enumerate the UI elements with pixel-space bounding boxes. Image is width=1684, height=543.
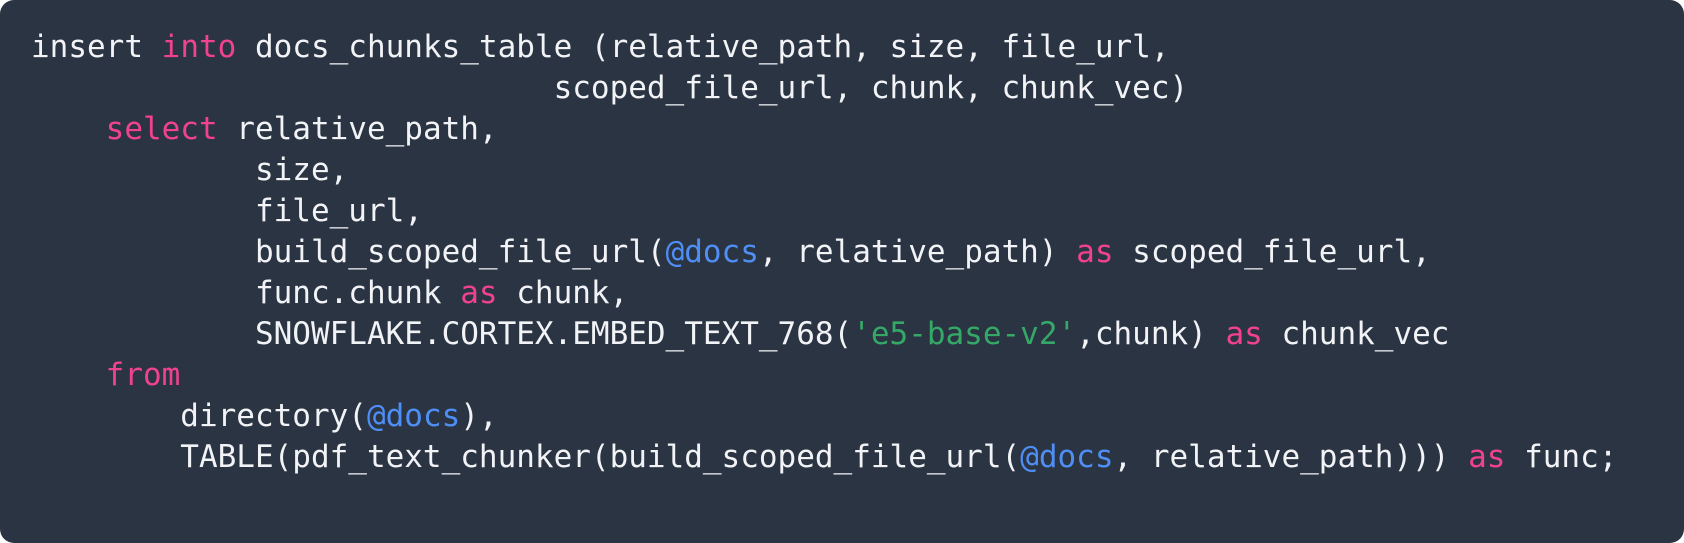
code-line: scoped_file_url, chunk, chunk_vec) [31, 68, 1653, 109]
code-token: , relative_path))) [1113, 439, 1469, 475]
code-token: scoped_file_url, chunk, chunk_vec) [31, 70, 1189, 106]
code-line: func.chunk as chunk, [31, 273, 1653, 314]
code-line: build_scoped_file_url(@docs, relative_pa… [31, 232, 1653, 273]
code-token: SNOWFLAKE.CORTEX.EMBED_TEXT_768( [31, 316, 853, 352]
code-content: insert into docs_chunks_table (relative_… [31, 27, 1653, 478]
code-token: size, [31, 152, 349, 188]
code-token-keyword: as [1468, 439, 1506, 475]
code-line: file_url, [31, 191, 1653, 232]
code-token: file_url, [31, 193, 442, 229]
code-token-stage: @docs [1020, 439, 1114, 475]
code-line: directory(@docs), [31, 396, 1653, 437]
code-token: directory( [31, 398, 367, 434]
code-token: chunk, [497, 275, 629, 311]
code-token-keyword: select [105, 111, 218, 147]
code-token-keyword: into [161, 29, 237, 65]
code-token: func; [1505, 439, 1618, 475]
code-token [31, 357, 106, 393]
code-token-stage: @docs [366, 398, 461, 434]
code-token [180, 357, 199, 393]
code-token-keyword: from [105, 357, 181, 393]
code-token: scoped_file_url, [1113, 234, 1431, 270]
code-line: size, [31, 150, 1653, 191]
code-token: TABLE(pdf_text_chunker(build_scoped_file… [31, 439, 1021, 475]
code-token-keyword: as [1225, 316, 1263, 352]
code-line: insert into docs_chunks_table (relative_… [31, 27, 1653, 68]
code-token-string: 'e5-base-v2' [852, 316, 1077, 352]
code-token: insert [31, 29, 162, 65]
code-token: , relative_path) [758, 234, 1077, 270]
code-line: TABLE(pdf_text_chunker(build_scoped_file… [31, 437, 1653, 478]
code-token: ,chunk) [1076, 316, 1226, 352]
code-token-keyword: as [460, 275, 498, 311]
code-token: docs_chunks_table (relative_path, size, … [236, 29, 1170, 65]
code-token-keyword: as [1076, 234, 1114, 270]
code-token: ), [460, 398, 498, 434]
code-token: relative_path, [217, 111, 517, 147]
code-token: func.chunk [31, 275, 461, 311]
code-token: build_scoped_file_url( [31, 234, 666, 270]
code-token: chunk_vec [1262, 316, 1450, 352]
code-token-stage: @docs [665, 234, 759, 270]
code-token [31, 111, 106, 147]
code-line: SNOWFLAKE.CORTEX.EMBED_TEXT_768('e5-base… [31, 314, 1653, 355]
code-line: from [31, 355, 1653, 396]
code-line: select relative_path, [31, 109, 1653, 150]
